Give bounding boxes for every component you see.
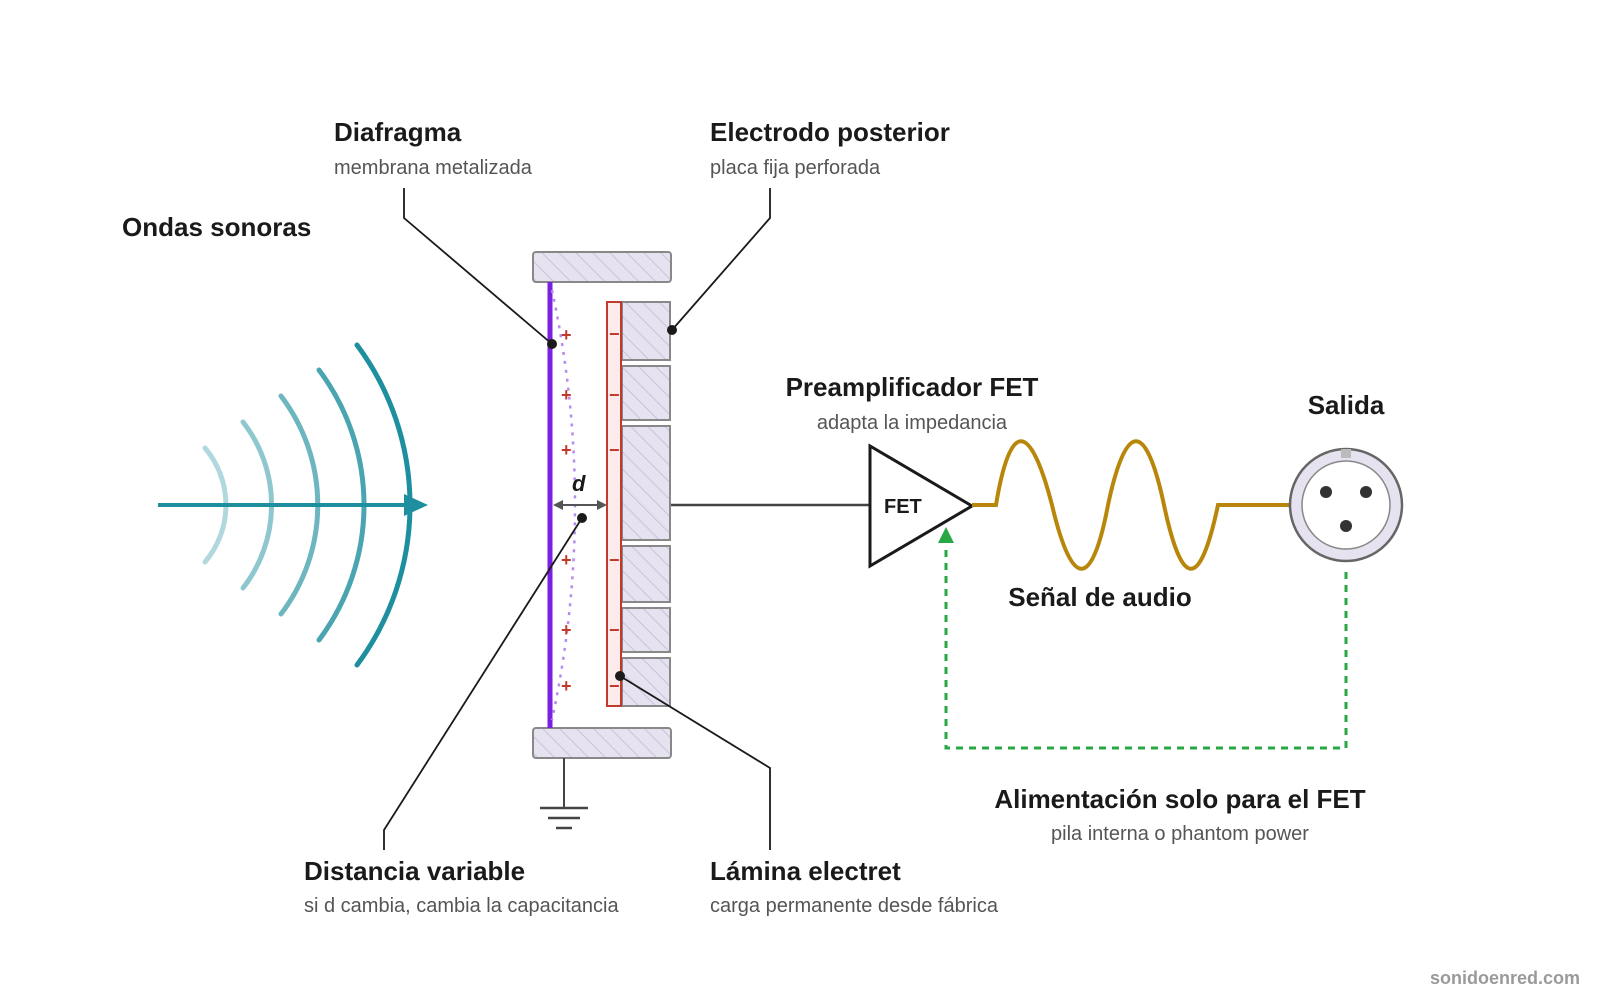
credit-text: sonidoenred.com <box>1430 968 1580 988</box>
diafragma-subtitle: membrana metalizada <box>334 157 533 179</box>
capsule <box>532 251 672 830</box>
alimentacion-subtitle: pila interna o phantom power <box>1051 823 1309 845</box>
lamina-subtitle: carga permanente desde fábrica <box>710 895 999 917</box>
power-arrowhead <box>938 527 954 543</box>
positive-charge: + <box>561 325 572 345</box>
alimentacion-title: Alimentación solo para el FET <box>994 784 1365 814</box>
xlr-pin <box>1360 486 1372 498</box>
wave-arc-3 <box>278 393 321 617</box>
negative-charge: − <box>609 440 620 460</box>
senal-title: Señal de audio <box>1008 582 1192 612</box>
housing-top <box>532 251 672 283</box>
backplate-block <box>621 607 671 653</box>
negative-charge: − <box>609 385 620 405</box>
wave-arc-4 <box>316 367 367 643</box>
positive-charge: + <box>561 620 572 640</box>
leader-distancia <box>383 517 583 850</box>
positive-charge: + <box>561 440 572 460</box>
electret-film <box>606 301 622 707</box>
positive-charge: + <box>561 385 572 405</box>
wave-arc-1 <box>202 445 229 565</box>
xlr-connector-inner <box>1301 460 1391 550</box>
anchor-dot <box>667 325 677 335</box>
anchor-dot <box>577 513 587 523</box>
negative-charge: − <box>609 676 620 696</box>
positive-charge: + <box>561 676 572 696</box>
xlr-key-notch <box>1341 449 1351 458</box>
gap-indicator: d <box>553 471 607 510</box>
backplate-block <box>621 545 671 603</box>
xlr-pin <box>1340 520 1352 532</box>
wave-arc-2 <box>240 419 274 591</box>
gap-arrowhead-left <box>553 500 563 510</box>
ondas-title: Ondas sonoras <box>122 212 311 242</box>
negative-charge: − <box>609 620 620 640</box>
negative-charge: − <box>609 550 620 570</box>
audio-signal-wave <box>972 439 1290 571</box>
gap-arrowhead-right <box>597 500 607 510</box>
sound-waves <box>158 342 428 668</box>
electrodo-subtitle: placa fija perforada <box>710 157 881 179</box>
preamp-title: Preamplificador FET <box>786 372 1039 402</box>
xlr-output <box>1288 447 1404 563</box>
housing-bottom <box>532 727 672 759</box>
fet-symbol-label: FET <box>884 496 922 518</box>
power-line <box>944 544 1348 750</box>
leader-lamina <box>619 675 771 850</box>
charges: + + + + + + − − − − − − <box>561 324 620 696</box>
leader-diafragma <box>403 188 553 345</box>
wave-arc-5 <box>354 342 413 668</box>
lamina-title: Lámina electret <box>710 856 901 886</box>
backplate-block <box>621 425 671 541</box>
leader-electrodo <box>671 188 771 331</box>
fet-preamp: FET <box>868 443 975 569</box>
backplate-block <box>621 301 671 361</box>
salida-title: Salida <box>1308 390 1385 420</box>
labels: Ondas sonoras Diafragma membrana metaliz… <box>122 117 1580 988</box>
power-path <box>938 527 1348 750</box>
distancia-subtitle: si d cambia, cambia la capacitancia <box>304 895 619 917</box>
positive-charge: + <box>561 550 572 570</box>
gap-symbol: d <box>572 471 586 496</box>
backplate-block <box>621 365 671 421</box>
negative-charge: − <box>609 324 620 344</box>
anchor-dot <box>547 339 557 349</box>
preamp-subtitle: adapta la impedancia <box>817 412 1008 434</box>
diafragma-title: Diafragma <box>334 117 462 147</box>
leader-lines <box>383 188 771 850</box>
electrodo-title: Electrodo posterior <box>710 117 950 147</box>
anchor-dot <box>615 671 625 681</box>
distancia-title: Distancia variable <box>304 856 525 886</box>
fet-triangle <box>868 443 975 569</box>
xlr-pin <box>1320 486 1332 498</box>
